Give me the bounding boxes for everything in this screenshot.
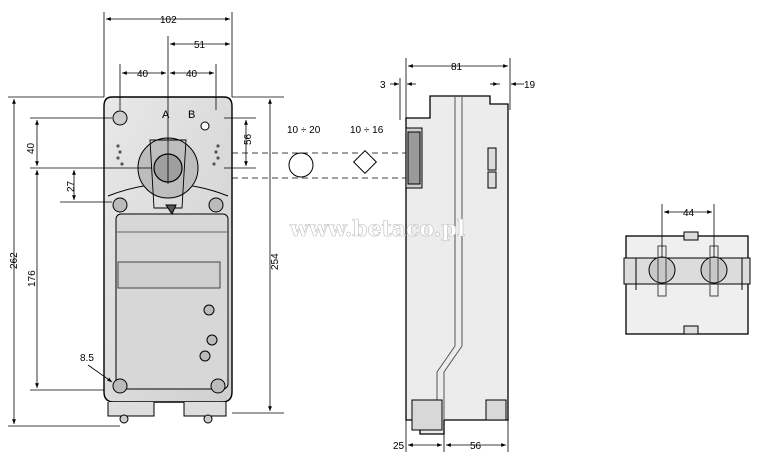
- round-shaft-symbol: [288, 152, 314, 178]
- bottom-housing: [625, 235, 749, 335]
- shaft-projection: [232, 152, 445, 179]
- led-indicator: [200, 121, 210, 131]
- dim-width-half: 51: [194, 40, 206, 51]
- dim-hole-diameter: 8.5: [80, 353, 94, 364]
- side-dimensions: [390, 58, 524, 452]
- watermark-text: www.betaco.pl: [289, 216, 465, 242]
- label-panel: [117, 261, 221, 289]
- square-shaft-symbol: [352, 149, 378, 175]
- dim-offset-left: 40: [137, 69, 149, 80]
- shaft-round-range: 10 ÷ 20: [287, 125, 321, 136]
- side-view: [405, 95, 509, 435]
- position-scale: [116, 144, 220, 166]
- dim-side-bottom-left: 25: [393, 441, 405, 452]
- dim-width-total: 102: [160, 15, 177, 26]
- screw-top-left: [112, 197, 128, 213]
- dim-height-total: 262: [9, 252, 20, 269]
- screw-lower-1: [206, 334, 218, 346]
- symbol-b: B: [188, 109, 195, 121]
- manual-override: [112, 110, 128, 126]
- screw-top-right: [208, 197, 224, 213]
- bottom-band: [623, 257, 751, 285]
- lower-cover: [115, 213, 229, 390]
- dim-offset-top: 40: [26, 142, 37, 154]
- dim-side-depth: 81: [451, 62, 463, 73]
- front-view: [103, 96, 233, 424]
- dim-offset-top-right: 56: [243, 133, 254, 145]
- dim-side-bottom-right: 56: [470, 441, 482, 452]
- shaft-square-range: 10 ÷ 16: [350, 125, 384, 136]
- screw-mid: [203, 304, 215, 316]
- dim-height-body: 254: [270, 253, 281, 270]
- bottom-dimensions: [661, 204, 715, 258]
- dim-side-offset-right: 19: [524, 80, 536, 91]
- dim-offset-lower: 176: [27, 270, 38, 287]
- mount-hole-left: [112, 378, 128, 394]
- symbol-a: A: [162, 109, 170, 121]
- dim-side-offset-left: 3: [380, 80, 386, 91]
- dim-bottom-spacing: 44: [683, 208, 695, 219]
- front-dimensions: [8, 12, 284, 427]
- dim-offset-27: 27: [66, 180, 77, 192]
- bottom-hole-right: [700, 256, 728, 284]
- screw-lower-2: [199, 350, 211, 362]
- dim-offset-right: 40: [186, 69, 198, 80]
- mount-hole-right: [210, 378, 226, 394]
- bottom-hole-left: [648, 256, 676, 284]
- bottom-view: [623, 231, 751, 335]
